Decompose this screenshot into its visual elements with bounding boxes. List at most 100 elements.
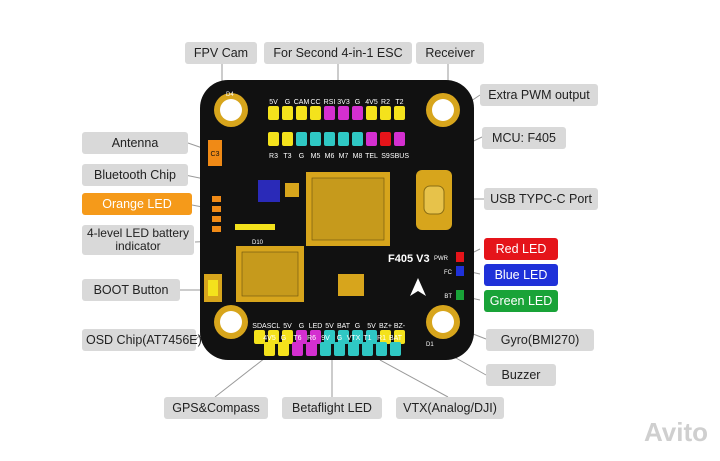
bt-label: BT: [444, 294, 452, 300]
top_row_2-pad-label: G: [299, 153, 304, 160]
top-pad-row-1: [268, 106, 405, 120]
fc-label: FC: [444, 270, 453, 276]
label-buzzer: Buzzer: [486, 364, 556, 386]
bottom_row_1-pad-label: 5V: [325, 323, 334, 330]
d1-label: D1: [426, 342, 434, 348]
top_row_1-pad: [282, 106, 293, 120]
label-usb-port: USB TYPC-C Port: [484, 188, 598, 210]
top_row_1-pad-label: 4V5: [365, 99, 378, 106]
c3-label: C3: [211, 151, 220, 158]
mount-hole-top-right: [426, 93, 460, 127]
bluetooth-chip: [258, 180, 280, 202]
bottom_row_1-pad: [380, 330, 391, 344]
red-led: [456, 252, 464, 262]
label-boot-button: BOOT Button: [82, 279, 180, 301]
top_row_1-pad-label: RSI: [324, 99, 336, 106]
top_row_1-pad-label: G: [355, 99, 360, 106]
top_row_1-pad: [310, 106, 321, 120]
top_row_2-pad-label: M7: [339, 153, 349, 160]
top_row_2-pad: [296, 132, 307, 146]
bottom_row_1-pad-label: LED: [309, 323, 323, 330]
label-fpv-cam: FPV Cam: [185, 42, 257, 64]
bottom_row_2-pad-label: G: [281, 335, 286, 342]
bottom_row_2-pad-label: 4V5: [263, 335, 276, 342]
top_row_1-pad: [296, 106, 307, 120]
bottom-pad-row-1: [254, 330, 405, 344]
brand-logo: [410, 278, 426, 296]
top_row_1-pad: [352, 106, 363, 120]
bottom_row_1-pad: [268, 330, 279, 344]
top_row_1-pad-label: CC: [310, 99, 320, 106]
bottom_row_2-pad: [320, 342, 331, 356]
top_row_2-pad: [366, 132, 377, 146]
label-gyro: Gyro(BMI270): [486, 329, 594, 351]
label-mcu: MCU: F405: [482, 127, 566, 149]
bottom_row_2-pad: [362, 342, 373, 356]
top_row_2-pad: [352, 132, 363, 146]
bottom_row_2-pad-label: G: [337, 335, 342, 342]
top_row_2-pad-label: M8: [353, 153, 363, 160]
label-antenna: Antenna: [82, 132, 188, 154]
label-second-esc: For Second 4-in-1 ESC: [264, 42, 412, 64]
bottom_row_2-pad-label: 9V: [321, 335, 330, 342]
top_row_1-pad: [324, 106, 335, 120]
top_row_1-pad-label: CAM: [294, 99, 310, 106]
top_row_1-pad-label: R2: [381, 99, 390, 106]
label-blue-led: Blue LED: [484, 264, 558, 286]
bottom_row_1-pad: [338, 330, 349, 344]
label-green-led: Green LED: [484, 290, 558, 312]
bottom_row_1-pad-label: SDA: [252, 323, 267, 330]
bottom_row_2-pad: [306, 342, 317, 356]
top_row_2-pad: [324, 132, 335, 146]
bottom_row_2-pad: [264, 342, 275, 356]
bottom_row_2-pad: [292, 342, 303, 356]
top_row_2-pad-label: T3: [283, 153, 291, 160]
label-bluetooth-chip: Bluetooth Chip: [82, 164, 188, 186]
bottom_row_1-pad: [352, 330, 363, 344]
top_row_1-pad-label: 3V3: [337, 99, 350, 106]
top_row_1-pad: [338, 106, 349, 120]
d4-label: D4: [226, 92, 234, 98]
label-battery-indicator: 4-level LED battery indicator: [82, 225, 194, 255]
label-orange-led: Orange LED: [82, 193, 192, 215]
bottom_row_1-pad-label: G: [299, 323, 304, 330]
bottom_row_2-pad: [376, 342, 387, 356]
top_row_2-pad-label: M5: [311, 153, 321, 160]
top_row_2-pad-label: M6: [325, 153, 335, 160]
bottom_row_2-pad: [278, 342, 289, 356]
gyro-chip: [338, 274, 364, 296]
label-betaflight-led: Betaflight LED: [282, 397, 382, 419]
top_row_1-pad: [394, 106, 405, 120]
bottom_row_1-pad: [310, 330, 321, 344]
bottom_row_1-pad-label: 5V: [283, 323, 292, 330]
orange-led: [212, 196, 221, 202]
label-red-led: Red LED: [484, 238, 558, 260]
bottom_row_2-pad-label: T6: [293, 335, 301, 342]
bottom_row_2-pad-label: BAT: [389, 335, 403, 342]
top_row_2-pad-label: R3: [269, 153, 278, 160]
top_row_1-pad: [268, 106, 279, 120]
top_row_2-pad: [338, 132, 349, 146]
top_row_1-pad-label: T2: [395, 99, 403, 106]
pwr-label: PWR: [434, 256, 449, 262]
label-osd-chip: OSD Chip(AT7456E): [82, 329, 202, 351]
top_row_2-pad-label: S9: [381, 153, 390, 160]
mount-hole-bottom-left: [214, 305, 248, 339]
label-gps-compass: GPS&Compass: [164, 397, 268, 419]
top_row_2-pad: [380, 132, 391, 146]
green-led: [456, 290, 464, 300]
bottom-pad-row-2: [264, 342, 401, 356]
label-extra-pwm: Extra PWM output: [480, 84, 598, 106]
bottom_row_2-pad-label: R1: [377, 335, 386, 342]
bottom_row_1-pad-label: BAT: [337, 323, 351, 330]
bottom_row_1-pad-label: SCL: [267, 323, 281, 330]
watermark: Avito: [643, 417, 708, 447]
mount-hole-bottom-right: [426, 305, 460, 339]
battery-led-row: [235, 224, 275, 230]
bottom_row_1-pad: [254, 330, 265, 344]
top_row_1-pad: [380, 106, 391, 120]
